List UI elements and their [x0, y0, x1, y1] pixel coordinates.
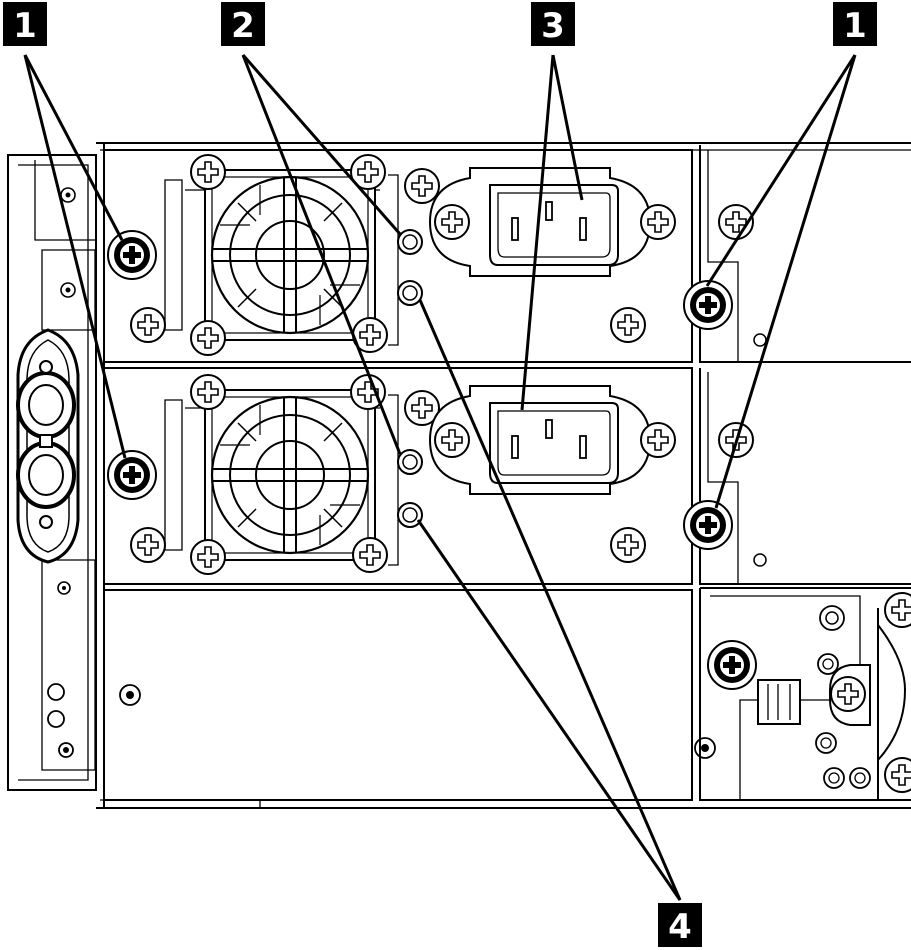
left-flange	[34, 160, 96, 771]
svg-text:2: 2	[231, 6, 255, 46]
screw-icon	[130, 527, 166, 563]
svg-text:4: 4	[668, 907, 692, 947]
callout-1-right: 1	[833, 2, 877, 46]
screw-icon	[610, 527, 646, 563]
power-connector-1	[428, 167, 676, 277]
thumbscrew-icon	[107, 230, 157, 280]
svg-text:1: 1	[843, 6, 867, 46]
screw-icon	[190, 320, 226, 356]
fan-icon	[203, 388, 377, 562]
screw-icon	[610, 307, 646, 343]
thumbscrew-icon	[683, 280, 733, 330]
svg-text:3: 3	[541, 6, 565, 46]
thumbscrew-icon	[107, 450, 157, 500]
thumbscrew-icon	[683, 500, 733, 550]
power-connector-2	[428, 385, 676, 495]
callout-4: 4	[658, 903, 702, 947]
screw-icon	[404, 168, 440, 204]
callout-3: 3	[531, 2, 575, 46]
status-led-icon	[397, 502, 423, 528]
callout-2: 2	[221, 2, 265, 46]
screw-icon	[352, 537, 388, 573]
screw-icon	[190, 374, 226, 410]
power-supply-2	[104, 367, 693, 585]
controller-module	[699, 587, 911, 801]
callout-1-left: 1	[3, 2, 47, 46]
power-supply-1	[104, 149, 693, 363]
left-indicators	[47, 683, 74, 758]
status-led-icon	[397, 229, 423, 255]
screw-icon	[190, 154, 226, 190]
leader-lines	[23, 54, 857, 901]
right-modules	[683, 145, 911, 585]
thumbscrew-icon	[707, 640, 757, 690]
status-led-icon	[397, 280, 423, 306]
screw-icon	[130, 307, 166, 343]
fan-icon	[203, 168, 377, 342]
svg-text:1: 1	[13, 6, 37, 46]
screw-icon	[190, 539, 226, 575]
handle-latch	[16, 328, 80, 564]
status-led-icon	[397, 449, 423, 475]
